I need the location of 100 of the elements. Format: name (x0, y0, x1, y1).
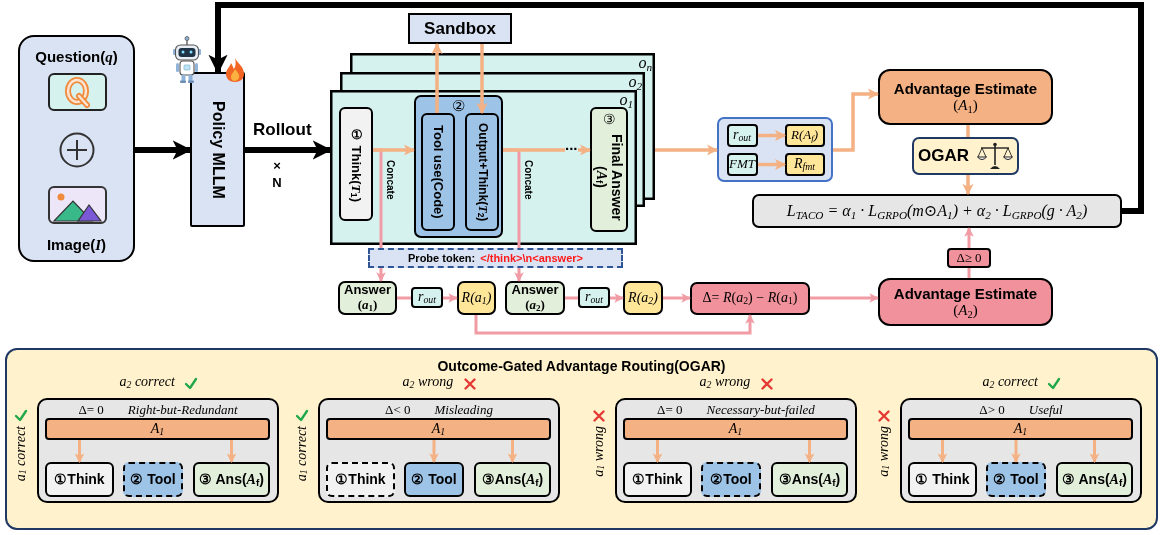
math-label: R$_{fmt}$ (793, 155, 816, 173)
reward-box (578, 287, 610, 308)
delta-label: Δ< 0 (385, 403, 411, 418)
answer-box (505, 281, 565, 315)
arrow (804, 440, 815, 463)
advantage-bar (45, 418, 270, 440)
arrow (810, 293, 879, 303)
probe-token-box (368, 248, 623, 268)
arrow (833, 88, 880, 152)
arrow (962, 175, 974, 196)
think-box (326, 462, 395, 497)
model-label: Policy MLLM (208, 100, 227, 199)
routing-panel (5, 348, 1158, 530)
delta-label: Δ> 0 (979, 403, 1005, 418)
tool-call-box (421, 113, 455, 231)
arrow (610, 293, 624, 303)
advantage-box (878, 278, 1053, 326)
delta-label: Δ= 0 (657, 403, 683, 418)
arrow (1089, 440, 1100, 463)
step-label: ③ Ans(A$_{f}$) (1062, 470, 1127, 489)
answer-symbol: (a$_{1}$) (357, 298, 378, 313)
case-condition-label: a$_{2}$ wrong (699, 374, 751, 391)
connector-line (397, 296, 411, 300)
arrow (663, 293, 691, 303)
condition-label: Δ≥ 0 (956, 250, 982, 266)
connector-line (966, 125, 970, 137)
answer-label: Answer (344, 283, 391, 298)
panel-title: Outcome-Gated Advantage Routing(OGAR) (437, 358, 726, 375)
sandbox-label: Sandbox (424, 18, 496, 39)
step-label: ②Tool (710, 471, 752, 488)
rollout-label: o$_{1}$ (619, 91, 633, 110)
reward-group-box (717, 117, 833, 182)
step-label: ①Think (54, 471, 105, 488)
arrow (937, 440, 948, 463)
advantage-label: Advantage Estimate (893, 79, 1038, 97)
rollout-label: o$_{n}$ (638, 54, 652, 73)
reward-value-box (784, 123, 825, 147)
answer-box (474, 462, 551, 497)
tool-box (404, 462, 464, 497)
reward-box (411, 287, 443, 308)
edge-label: Rollout (253, 121, 312, 140)
step-label: ② Tool (130, 471, 176, 488)
think-box (908, 462, 977, 497)
step-label: ② Tool (993, 471, 1039, 488)
step-label: ① Think (915, 471, 970, 488)
math-label: A$_{1}$ (431, 420, 446, 438)
math-label: A$_{1}$ (1013, 420, 1028, 438)
arrow (376, 268, 386, 282)
gate-box (912, 137, 1019, 175)
tool-box (123, 462, 183, 497)
reward-value-box (784, 152, 825, 176)
math-label: A$_{1}$ (728, 420, 743, 438)
step-label: ③Ans(A$_{f}$) (481, 470, 544, 489)
final-answer-box (590, 107, 628, 232)
advantage-bar (908, 418, 1133, 440)
rollout-card-stack (330, 53, 655, 245)
arrow (655, 144, 719, 156)
case-panel (318, 398, 560, 503)
model-box (190, 72, 245, 227)
step-label: ①Think (335, 471, 386, 488)
tool-box (986, 462, 1046, 497)
formula-text: L$_{TACO}$ = α$_{1}$ · L$_{GRPO}$(m⊙A$_{1}$) + α$_{2}$ · L$_{GRPO}$(g · A$_{2}$) (786, 201, 1088, 221)
advantage-bar (623, 418, 848, 440)
tool-output-box (465, 113, 499, 231)
advantage-bar (326, 418, 551, 440)
arrow (507, 440, 518, 463)
case-panel (37, 398, 279, 503)
math-label: R(a$_{2}$) (628, 289, 658, 307)
step-number: ③ (602, 111, 616, 128)
arrow (431, 42, 443, 113)
question-label: Question(q) (35, 48, 118, 67)
case-label: Misleading (434, 403, 493, 418)
math-label: FMT (729, 156, 755, 172)
delta-label: Δ= 0 (78, 403, 104, 418)
sandbox-box (408, 13, 512, 44)
tool-group-box (414, 95, 503, 238)
answer-label: Answer (511, 283, 559, 298)
advantage-label: Advantage Estimate (893, 284, 1038, 302)
gate-label: OGAR (918, 146, 969, 166)
step-label: ② Tool (411, 471, 457, 488)
step-label: ①Think (632, 471, 683, 488)
arrow (226, 440, 237, 463)
loss-formula-box (752, 194, 1122, 228)
step-number: ② (452, 97, 465, 115)
arrow (652, 440, 663, 463)
case-condition-label: a$_{2}$ correct (982, 374, 1038, 391)
math-label: r$_{out}$ (418, 289, 436, 306)
condition-box (947, 248, 991, 268)
arrow (245, 140, 332, 160)
arrow (474, 314, 755, 335)
answer-box (771, 462, 848, 497)
arrow (74, 440, 85, 463)
case-condition-label: a$_{2}$ correct (119, 374, 175, 391)
arrow (373, 144, 416, 156)
reward-value-box (457, 281, 496, 315)
tool-box (701, 462, 761, 497)
case-label: Necessary-but-failed (706, 403, 815, 418)
multiplier-label: × N (271, 157, 283, 191)
edge-label: Concate (385, 160, 396, 200)
think-box (45, 462, 114, 497)
